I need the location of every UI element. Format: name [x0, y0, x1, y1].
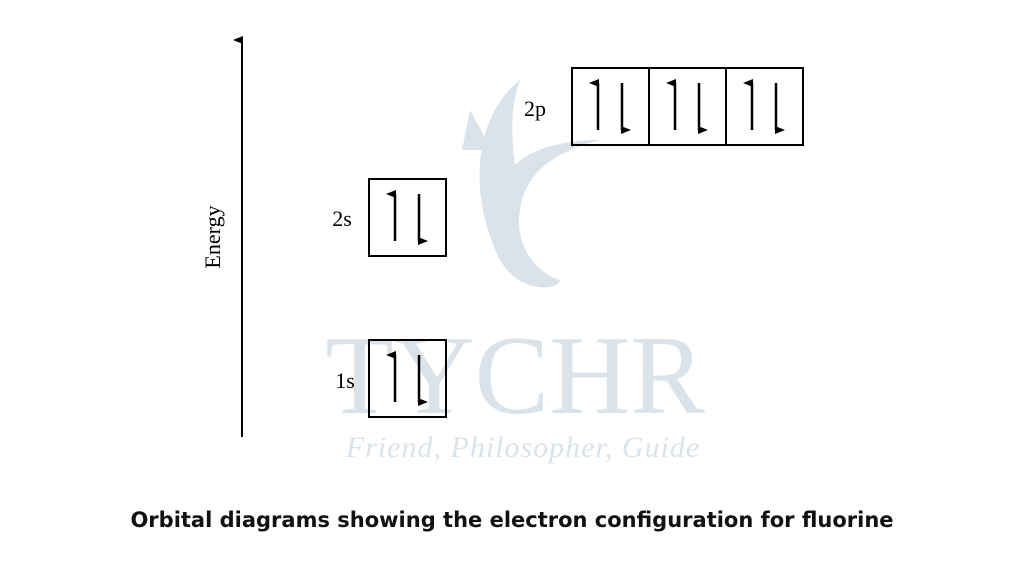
orbital-2s: 2s	[332, 178, 447, 257]
orbital-1s: 1s	[335, 339, 447, 418]
watermark-logo-text: TYCHR	[325, 314, 705, 438]
orbital-box	[648, 67, 727, 146]
orbital-box	[725, 67, 804, 146]
orbital-box	[571, 67, 650, 146]
orbital-label: 1s	[335, 368, 355, 393]
watermark-logo-icon	[479, 80, 600, 288]
figure-caption: Orbital diagrams showing the electron co…	[130, 508, 894, 532]
orbital-box	[368, 178, 447, 257]
watermark-tagline: Friend, Philosopher, Guide	[345, 431, 700, 464]
energy-axis-label: Energy	[200, 205, 225, 268]
orbital-label: 2s	[332, 206, 352, 231]
orbital-label: 2p	[524, 96, 546, 121]
watermark: TYCHR Friend, Philosopher, Guide	[325, 80, 705, 464]
orbital-box	[368, 339, 447, 418]
orbital-2p: 2p	[524, 67, 804, 146]
